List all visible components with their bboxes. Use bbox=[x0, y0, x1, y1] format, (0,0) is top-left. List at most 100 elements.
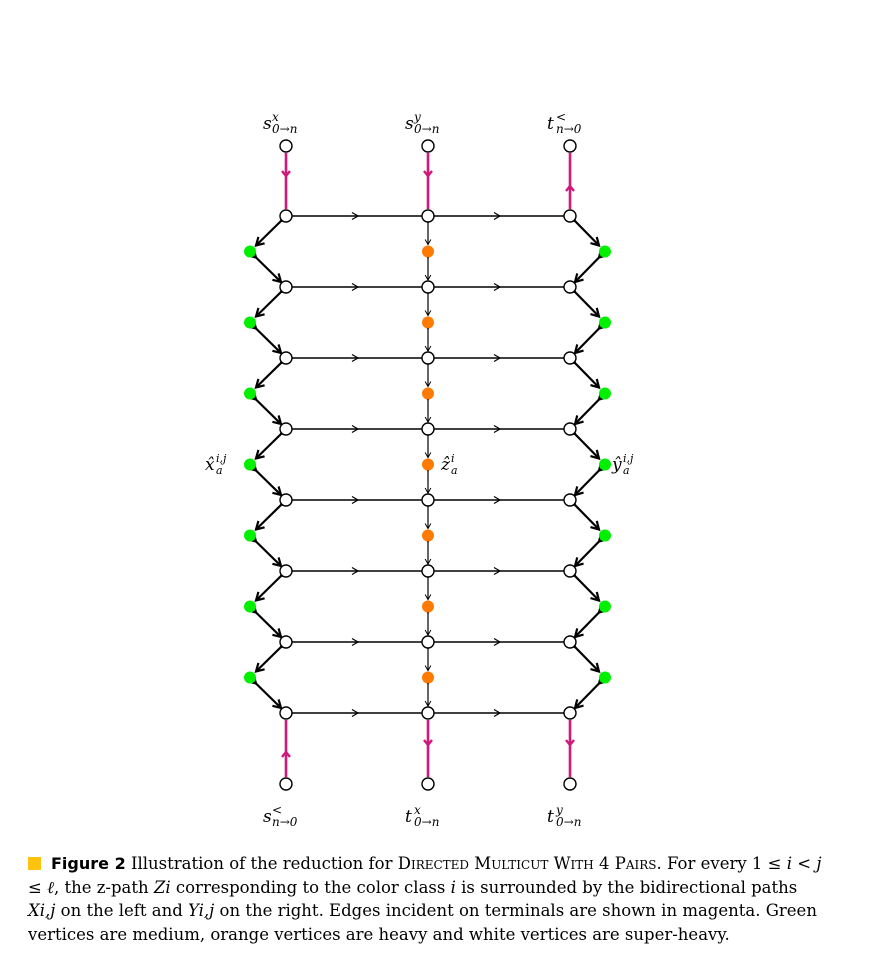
super-heavy-vertex bbox=[563, 635, 577, 649]
label-top-left: s x 0→n bbox=[263, 110, 297, 136]
super-heavy-vertex bbox=[563, 209, 577, 223]
svg-text:i,j: i,j bbox=[623, 452, 634, 465]
x-path-edge bbox=[254, 354, 290, 390]
svg-text:s: s bbox=[405, 114, 414, 134]
svg-text:t: t bbox=[547, 807, 554, 827]
terminal-top-middle bbox=[421, 139, 435, 153]
x-path-edge bbox=[254, 283, 290, 319]
problem-name: Directed Multicut With 4 Pairs bbox=[397, 854, 657, 873]
row-edge-arrow bbox=[493, 282, 502, 292]
terminal-bottom-left bbox=[279, 777, 293, 791]
super-heavy-vertex bbox=[563, 493, 577, 507]
label-right-mid: ŷ i,j a bbox=[611, 452, 634, 477]
medium-vertex-right bbox=[599, 458, 611, 471]
y-path-edge bbox=[573, 461, 608, 497]
row-edge-arrow bbox=[493, 708, 502, 718]
medium-vertex-right bbox=[599, 245, 611, 258]
super-heavy-vertex bbox=[279, 280, 293, 294]
svg-text:0→n: 0→n bbox=[414, 815, 439, 829]
terminal-bottom-middle bbox=[421, 777, 435, 791]
terminal-edge-bottom-right-arrow bbox=[565, 739, 575, 747]
terminal-edge-top-middle-arrow bbox=[423, 170, 433, 178]
label-bottom-left: s < n→0 bbox=[263, 803, 298, 829]
medium-vertex-right bbox=[599, 529, 611, 542]
x-path-edge bbox=[254, 638, 290, 674]
medium-vertex-left bbox=[244, 316, 256, 329]
super-heavy-vertex bbox=[279, 564, 293, 578]
svg-text:ŷ: ŷ bbox=[611, 455, 622, 475]
svg-text:i: i bbox=[451, 452, 455, 465]
y-path-edge bbox=[573, 603, 608, 639]
label-top-right: t < n→0 bbox=[547, 110, 582, 136]
super-heavy-vertex bbox=[279, 351, 293, 365]
svg-text:0→n: 0→n bbox=[556, 815, 581, 829]
super-heavy-vertex bbox=[421, 493, 435, 507]
row-edge-arrow bbox=[493, 211, 502, 221]
label-bottom-middle: t x 0→n bbox=[405, 803, 439, 829]
x-path-edge bbox=[247, 532, 283, 568]
super-heavy-vertex bbox=[421, 209, 435, 223]
super-heavy-vertex bbox=[563, 564, 577, 578]
svg-text:x: x bbox=[414, 803, 421, 817]
y-path-edge bbox=[566, 283, 601, 319]
super-heavy-vertex bbox=[421, 351, 435, 365]
super-heavy-vertex bbox=[421, 635, 435, 649]
svg-text:s: s bbox=[263, 807, 272, 827]
svg-text:<: < bbox=[272, 803, 282, 817]
medium-vertex-left bbox=[244, 529, 256, 542]
terminal-edge-top-left-arrow bbox=[281, 170, 291, 178]
svg-text:i,j: i,j bbox=[216, 452, 227, 465]
svg-text:x: x bbox=[272, 110, 279, 124]
super-heavy-vertex bbox=[279, 635, 293, 649]
y-path-edge bbox=[573, 532, 608, 568]
medium-vertex-right bbox=[599, 671, 611, 684]
y-path-edge bbox=[573, 248, 608, 284]
medium-vertex-left bbox=[244, 458, 256, 471]
svg-text:n→0: n→0 bbox=[272, 815, 298, 829]
figure-label: Figure 2 bbox=[51, 854, 126, 873]
y-path-edge bbox=[573, 319, 608, 355]
svg-text:t: t bbox=[405, 807, 412, 827]
y-path-edge bbox=[566, 496, 601, 532]
svg-text:ẑ: ẑ bbox=[440, 455, 451, 475]
super-heavy-vertex bbox=[563, 706, 577, 720]
label-top-middle: s y 0→n bbox=[405, 110, 439, 136]
reduction-diagram: s x 0→n s y 0→n t < n→0 s < n→0 t x 0→n … bbox=[205, 110, 634, 829]
medium-vertex-left bbox=[244, 671, 256, 684]
medium-vertex-left bbox=[244, 245, 256, 258]
y-path-edge bbox=[573, 390, 608, 426]
y-path-edge bbox=[566, 212, 601, 248]
heavy-vertex bbox=[422, 458, 434, 471]
x-path-edge bbox=[247, 319, 283, 355]
y-path-edge bbox=[566, 638, 601, 674]
super-heavy-vertex bbox=[421, 280, 435, 294]
row-edge-arrow bbox=[351, 353, 360, 363]
medium-vertex-right bbox=[599, 387, 611, 400]
svg-text:y: y bbox=[555, 803, 563, 817]
terminal-top-left bbox=[279, 139, 293, 153]
svg-text:s: s bbox=[263, 114, 272, 134]
super-heavy-vertex bbox=[421, 706, 435, 720]
label-bottom-right: t y 0→n bbox=[547, 803, 581, 829]
x-path-edge bbox=[254, 567, 290, 603]
svg-text:a: a bbox=[216, 464, 223, 477]
terminal-bottom-right bbox=[563, 777, 577, 791]
svg-text:<: < bbox=[556, 110, 566, 124]
y-path-edge bbox=[566, 567, 601, 603]
heavy-vertex bbox=[422, 245, 434, 258]
heavy-vertex bbox=[422, 387, 434, 400]
x-path-edge bbox=[247, 603, 283, 639]
x-path-edge bbox=[247, 390, 283, 426]
y-path-edge bbox=[566, 425, 601, 461]
super-heavy-vertex bbox=[563, 351, 577, 365]
super-heavy-vertex bbox=[279, 209, 293, 223]
svg-text:n→0: n→0 bbox=[556, 122, 582, 136]
super-heavy-vertex bbox=[421, 564, 435, 578]
super-heavy-vertex bbox=[279, 706, 293, 720]
x-path-edge bbox=[254, 212, 290, 248]
medium-vertex-left bbox=[244, 600, 256, 613]
super-heavy-vertex bbox=[279, 493, 293, 507]
medium-vertex-right bbox=[599, 316, 611, 329]
x-path-edge bbox=[254, 425, 290, 461]
y-path-edge bbox=[566, 354, 601, 390]
